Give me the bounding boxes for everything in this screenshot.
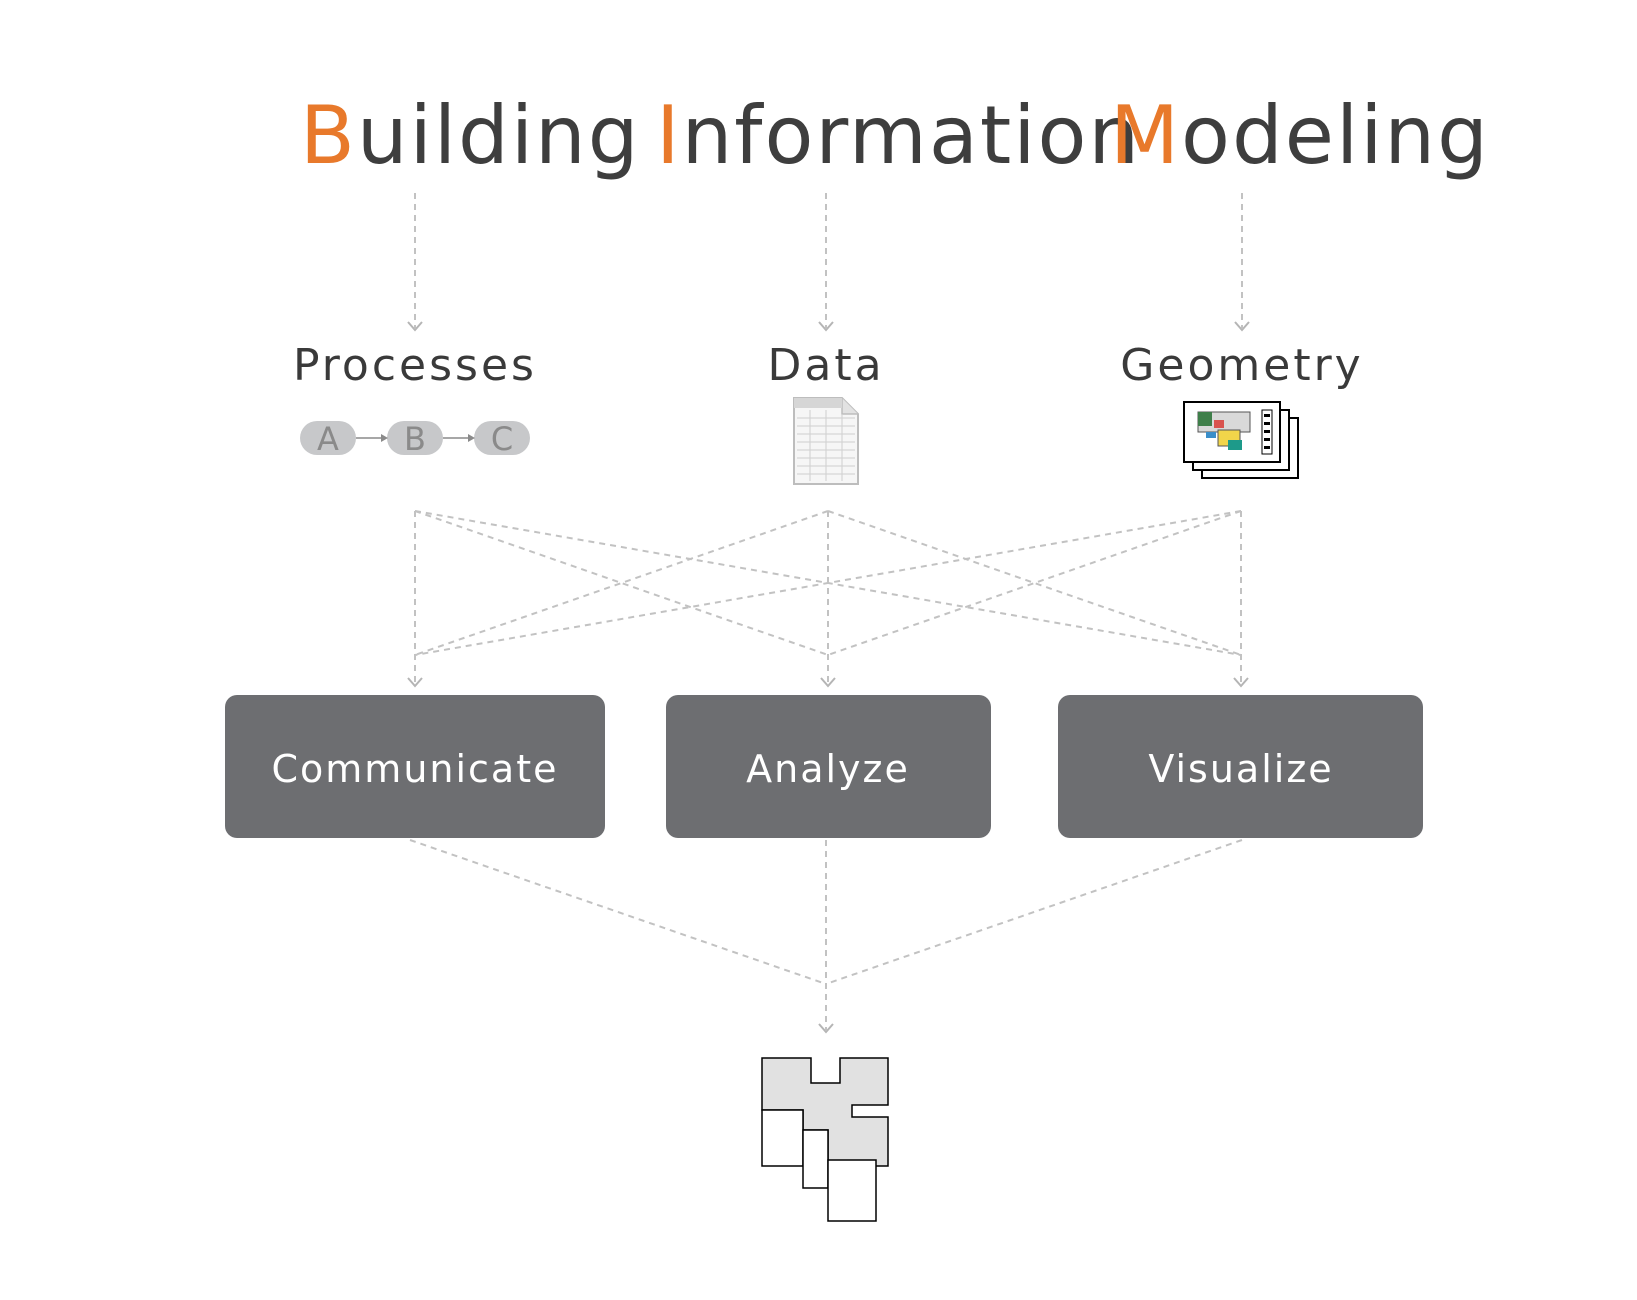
mesh-connectors bbox=[407, 510, 1249, 688]
title-information-initial: I bbox=[656, 89, 682, 182]
spreadsheet-icon bbox=[793, 397, 859, 485]
title-modeling-initial: M bbox=[1110, 89, 1181, 182]
action-communicate: Communicate bbox=[225, 695, 605, 838]
arrowhead-data bbox=[818, 321, 834, 332]
title-information-rest: nformation bbox=[682, 89, 1142, 182]
process-step-b: B bbox=[404, 420, 426, 458]
title-building: Building bbox=[300, 89, 641, 182]
process-pill-b bbox=[387, 421, 443, 455]
category-data: Data bbox=[767, 340, 884, 391]
title-building-rest: uilding bbox=[357, 89, 641, 182]
process-arrowhead-bc bbox=[468, 434, 475, 442]
action-visualize: Visualize bbox=[1058, 695, 1423, 838]
process-pill-a bbox=[300, 421, 356, 455]
action-analyze: Analyze bbox=[666, 695, 991, 838]
title-modeling-rest: odeling bbox=[1181, 89, 1490, 182]
category-processes: Processes bbox=[293, 340, 537, 391]
process-pill-c bbox=[474, 421, 530, 455]
top-connectors bbox=[407, 193, 1250, 332]
action-analyze-label: Analyze bbox=[746, 747, 910, 791]
action-visualize-label: Visualize bbox=[1148, 747, 1333, 791]
title-building-initial: B bbox=[300, 89, 357, 182]
converge-connectors bbox=[409, 839, 1243, 1034]
process-flow-icon: A B C bbox=[300, 420, 530, 458]
process-step-c: C bbox=[491, 420, 513, 458]
category-geometry: Geometry bbox=[1120, 340, 1363, 391]
title-information: Information bbox=[656, 89, 1141, 182]
process-arrowhead-ab bbox=[381, 434, 388, 442]
floor-plan-result-icon bbox=[761, 1057, 889, 1222]
arrowhead-geometry bbox=[1234, 321, 1250, 332]
floor-plan-sheets-icon bbox=[1183, 401, 1299, 479]
arrowhead-processes bbox=[407, 321, 423, 332]
process-step-a: A bbox=[317, 420, 339, 458]
title-modeling: Modeling bbox=[1110, 89, 1490, 182]
action-communicate-label: Communicate bbox=[272, 747, 559, 791]
